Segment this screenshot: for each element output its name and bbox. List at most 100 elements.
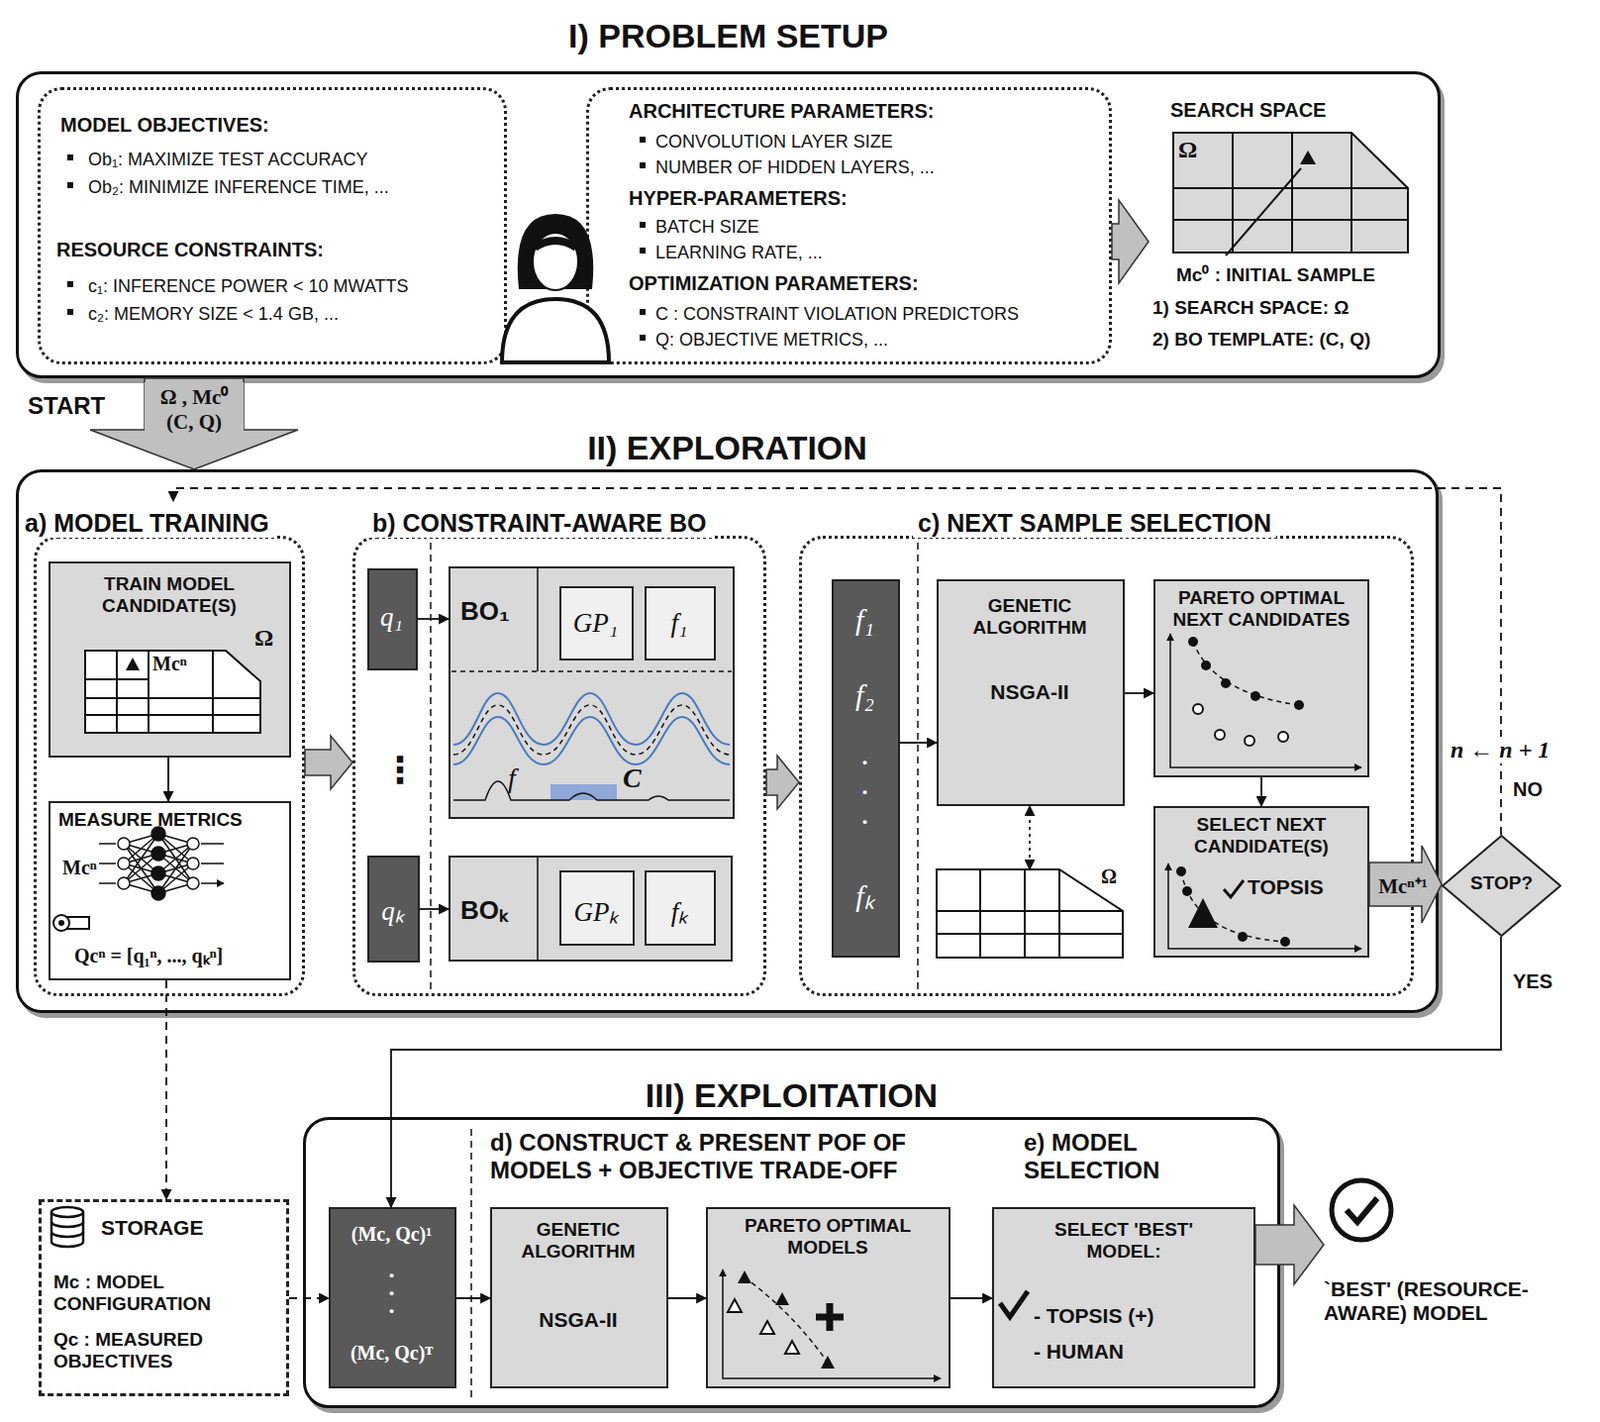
connector-line	[456, 1297, 491, 1300]
user-figure	[517, 213, 594, 290]
omega-grid	[936, 869, 1123, 958]
node-text: GENETIC ALGORITHM	[499, 1218, 658, 1263]
node-text: TRAIN MODEL CANDIDATE(S)	[70, 573, 269, 617]
node-text: GPₖ	[561, 892, 631, 929]
node-text: NUMBER OF HIDDEN LAYERS, ...	[655, 157, 935, 179]
node-text: CONVOLUTION LAYER SIZE	[655, 131, 894, 153]
selection-box: SELECT 'BEST' MODEL:- TOPSIS (+)- HUMAN	[992, 1206, 1256, 1389]
select-next-plot	[1188, 898, 1218, 928]
node-text: Ω	[254, 624, 274, 652]
node-text: qₖ	[369, 891, 416, 928]
network-icon	[151, 886, 166, 900]
node-text: (Mc, Qc)¹	[330, 1222, 453, 1246]
pareto-next-plot	[1188, 636, 1199, 647]
node-text: Mcⁿ	[62, 856, 98, 880]
connector-line	[165, 980, 168, 1200]
node-text: RESOURCE CONSTRAINTS:	[56, 238, 324, 262]
node-text: 1) SEARCH SPACE: Ω	[1152, 297, 1350, 319]
connector-line	[173, 488, 1501, 835]
node-text: Ob₂: MINIMIZE INFERENCE TIME, ...	[88, 177, 390, 199]
pareto-models-plot	[820, 1355, 835, 1369]
pareto-next-plot	[1214, 729, 1225, 740]
connector-line	[167, 757, 170, 801]
network-icon	[187, 877, 200, 890]
bullet-marks	[639, 136, 646, 143]
pareto-next-plot	[1193, 703, 1289, 746]
node-text: q₁	[369, 601, 414, 633]
node-text: Mc⁰ : INITIAL SAMPLE	[1176, 261, 1376, 288]
node-text: - HUMAN	[1033, 1339, 1124, 1364]
pareto-next-plot	[1250, 691, 1261, 701]
bo-box: BOₖGPₖfₖ	[448, 855, 733, 962]
bo-plot	[453, 693, 730, 800]
pareto-next-plot	[1170, 633, 1362, 768]
network-icon	[151, 866, 166, 881]
block-arrow	[766, 755, 800, 809]
divider-lines	[430, 542, 918, 1399]
pareto-models-plot	[785, 1340, 800, 1354]
node-text: .	[330, 1262, 453, 1277]
connector-line	[1124, 692, 1154, 695]
check-marks	[1331, 1180, 1392, 1240]
data-box: (Mc, Qc)¹...(Mc, Qc)ᵀ	[328, 1206, 457, 1389]
free-label: e) MODEL SELECTION	[1023, 1128, 1222, 1185]
node-text: MEASURE METRICS	[58, 808, 243, 831]
node-text: MODEL OBJECTIVES:	[60, 113, 270, 137]
metric-box: q₁	[367, 568, 418, 671]
bullet-marks	[639, 162, 646, 169]
node-text: TOPSIS	[1247, 875, 1324, 900]
node-text: `BEST' (RESOURCE-AWARE) MODEL	[1323, 1277, 1532, 1325]
connector-line	[1028, 805, 1031, 870]
connector-line	[417, 617, 449, 620]
bo-section: b) CONSTRAINT-AWARE BOq₁BO₁fCGP₁f₁qₖBOₖG…	[352, 500, 767, 997]
bullet-marks	[639, 334, 646, 341]
node-text: GENETIC ALGORITHM	[946, 595, 1113, 639]
free-label: d) CONSTRUCT & PRESENT POF OF MODELS + O…	[490, 1128, 996, 1185]
pareto-next-plot	[1193, 641, 1300, 705]
decision-diamond: STOP?	[1441, 834, 1566, 937]
function-column: f₁f₂...fₖ	[831, 579, 900, 958]
pareto-next-plot	[1244, 735, 1255, 746]
block-arrow	[304, 735, 353, 790]
check-marks	[1346, 1198, 1378, 1222]
edge-label: YES	[1512, 970, 1553, 994]
node-text: (Mc, Qc)ᵀ	[330, 1341, 453, 1365]
node-text: I) PROBLEM SETUP	[18, 16, 1438, 56]
process-box: MEASURE METRICS McⁿQcⁿ = [q₁ⁿ, ..., qₖⁿ]	[48, 800, 292, 981]
node-text: Qcⁿ = [q₁ⁿ, ..., qₖⁿ]	[74, 941, 223, 969]
network-icon	[187, 837, 200, 850]
connector-line	[419, 907, 449, 910]
node-text: GP₁	[561, 607, 630, 639]
pareto-next-plot	[1170, 633, 1362, 768]
parameters-box: ARCHITECTURE PARAMETERS:CONVOLUTION LAYE…	[586, 87, 1112, 365]
node-text: .	[833, 779, 897, 794]
connector-line	[391, 936, 1501, 1207]
node-text: .	[330, 1298, 453, 1312]
check-marks	[1000, 1180, 1392, 1317]
node-text: fₖ	[833, 874, 897, 915]
process-box: GENETIC ALGORITHMNSGA-II	[936, 579, 1125, 806]
gp-box: GPₖ	[559, 870, 635, 946]
pareto-next-plot	[1220, 678, 1231, 689]
node-text: BO₁	[460, 596, 510, 627]
objectives-box: MODEL OBJECTIVES: Ob₁: MAXIMIZE TEST ACCU…	[37, 87, 507, 365]
select-next-plot	[1223, 880, 1244, 898]
block-arrow	[1369, 845, 1442, 923]
node-text: NSGA-II	[492, 1307, 665, 1332]
select-next-plot	[1176, 866, 1291, 947]
user-figure	[534, 240, 577, 248]
select-next-plot	[1168, 863, 1362, 949]
node-text: 2) BO TEMPLATE: (C, Q)	[1152, 328, 1371, 351]
bullet-marks	[639, 221, 646, 228]
gp-box: GP₁	[559, 586, 634, 661]
pareto-models-plot	[722, 1269, 941, 1379]
block-arrow	[90, 378, 299, 470]
node-text: c) NEXT SAMPLE SELECTION	[912, 508, 1277, 538]
network-icon	[117, 877, 130, 890]
node-text: b) CONSTRAINT-AWARE BO	[367, 508, 712, 538]
pareto-models-plot	[737, 1270, 752, 1284]
node-text: Mcⁿ	[152, 652, 188, 676]
node-text: Ob₁: MAXIMIZE TEST ACCURACY	[88, 149, 368, 171]
